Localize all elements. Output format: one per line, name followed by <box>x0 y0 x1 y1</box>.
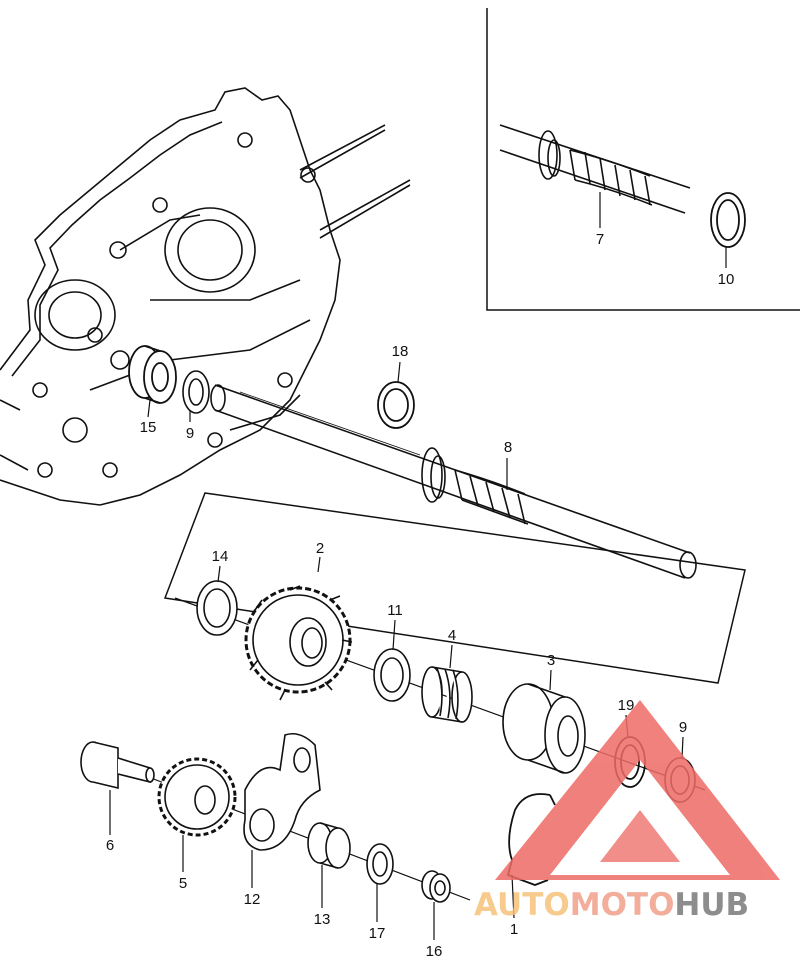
callout-2: 2 <box>316 540 324 557</box>
plate-12 <box>243 732 321 851</box>
callout-17: 17 <box>369 925 386 942</box>
inset-frame <box>486 8 800 311</box>
inset-circlip-10 <box>710 192 746 248</box>
callout-19: 19 <box>618 697 635 714</box>
callout-11: 11 <box>387 602 403 619</box>
circlip-18 <box>377 381 415 429</box>
washer-17 <box>366 843 394 885</box>
watermark-auto: AUTO <box>474 887 570 923</box>
callout-5: 5 <box>179 875 187 892</box>
callout-10: 10 <box>718 271 735 288</box>
nut-16 <box>421 870 451 903</box>
callout-4: 4 <box>448 627 456 644</box>
watermark-text: AUTOMOTOHUB <box>474 887 749 923</box>
callout-1: 1 <box>510 921 518 938</box>
callout-6: 6 <box>106 837 114 854</box>
gear-2 <box>244 585 353 701</box>
callout-8: 8 <box>504 439 512 456</box>
watermark-triangle-icon <box>495 700 780 880</box>
callout-9-left: 9 <box>186 425 194 442</box>
callout-numbers: 7 10 18 15 9 8 14 2 11 4 3 19 9 6 5 12 1… <box>106 231 735 960</box>
inset-shaft-7 <box>499 124 691 214</box>
callout-16: 16 <box>426 943 443 960</box>
watermark-hub: HUB <box>674 887 749 923</box>
callout-7: 7 <box>596 231 604 248</box>
watermark-moto: MOTO <box>570 887 675 923</box>
callout-13: 13 <box>314 911 331 928</box>
callout-9-right: 9 <box>679 719 687 736</box>
callout-12: 12 <box>244 891 261 908</box>
washer-9-left <box>182 370 210 414</box>
crankcase <box>0 87 411 506</box>
watermark-logo: AUTOMOTOHUB <box>474 700 780 923</box>
washer-14 <box>196 580 238 636</box>
ratchet-3 <box>502 683 586 774</box>
callout-14: 14 <box>212 548 229 565</box>
kick-starter-spindle <box>210 384 697 579</box>
washer-11 <box>373 648 411 702</box>
oil-seal-15 <box>128 345 177 404</box>
collar-13 <box>307 822 351 869</box>
callout-3: 3 <box>547 652 555 669</box>
assembly-frame <box>163 492 746 684</box>
spring-4 <box>421 666 473 723</box>
callout-15: 15 <box>140 419 157 436</box>
shaft-6 <box>80 741 155 790</box>
callout-18: 18 <box>392 343 409 360</box>
gear-5 <box>157 757 237 837</box>
